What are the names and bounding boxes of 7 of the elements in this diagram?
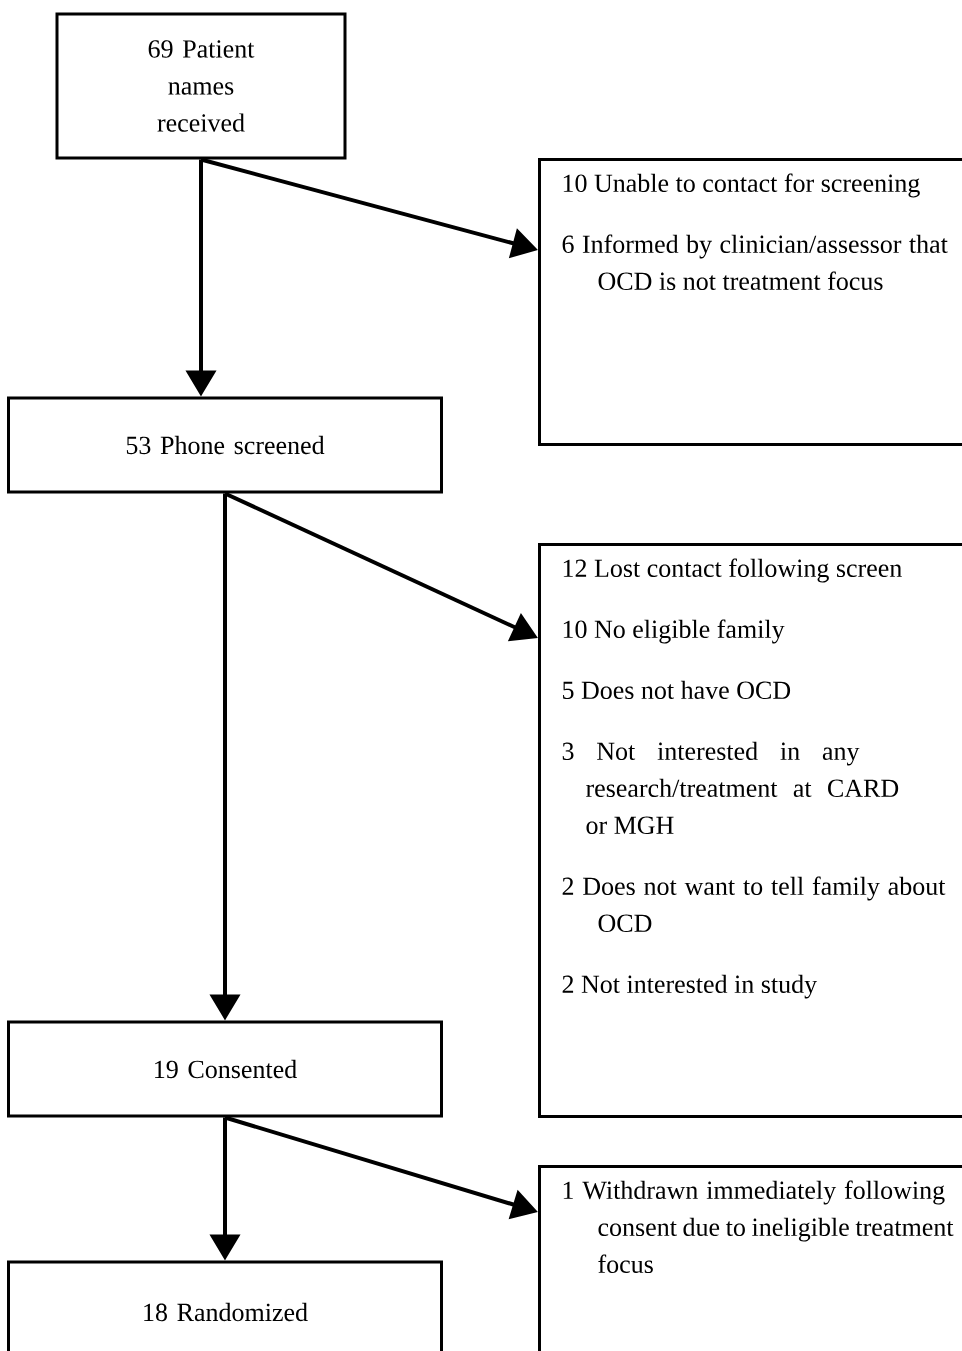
exclusion-box: 1 Withdrawn immediately following consent due to ineligible treatment focus [538, 1165, 962, 1351]
exclusion-box: 10 Unable to contact for screening 6 Informed by clinician/assessor that OCD is not treatment focus [538, 158, 962, 446]
process-box: 69 Patient names received [55, 12, 347, 160]
process-box: 18 Randomized [7, 1260, 443, 1351]
process-box: 53 Phone screened [7, 396, 443, 494]
process-box: 19 Consented [7, 1020, 443, 1118]
exclusion-box: 12 Lost contact following screen 10 No eligible family 5 Does not have OCD 3 Not interested in any research/treatment at CARD or MGH 2 Does not want to tell family about OCD 2 Not interested in study [538, 543, 962, 1118]
